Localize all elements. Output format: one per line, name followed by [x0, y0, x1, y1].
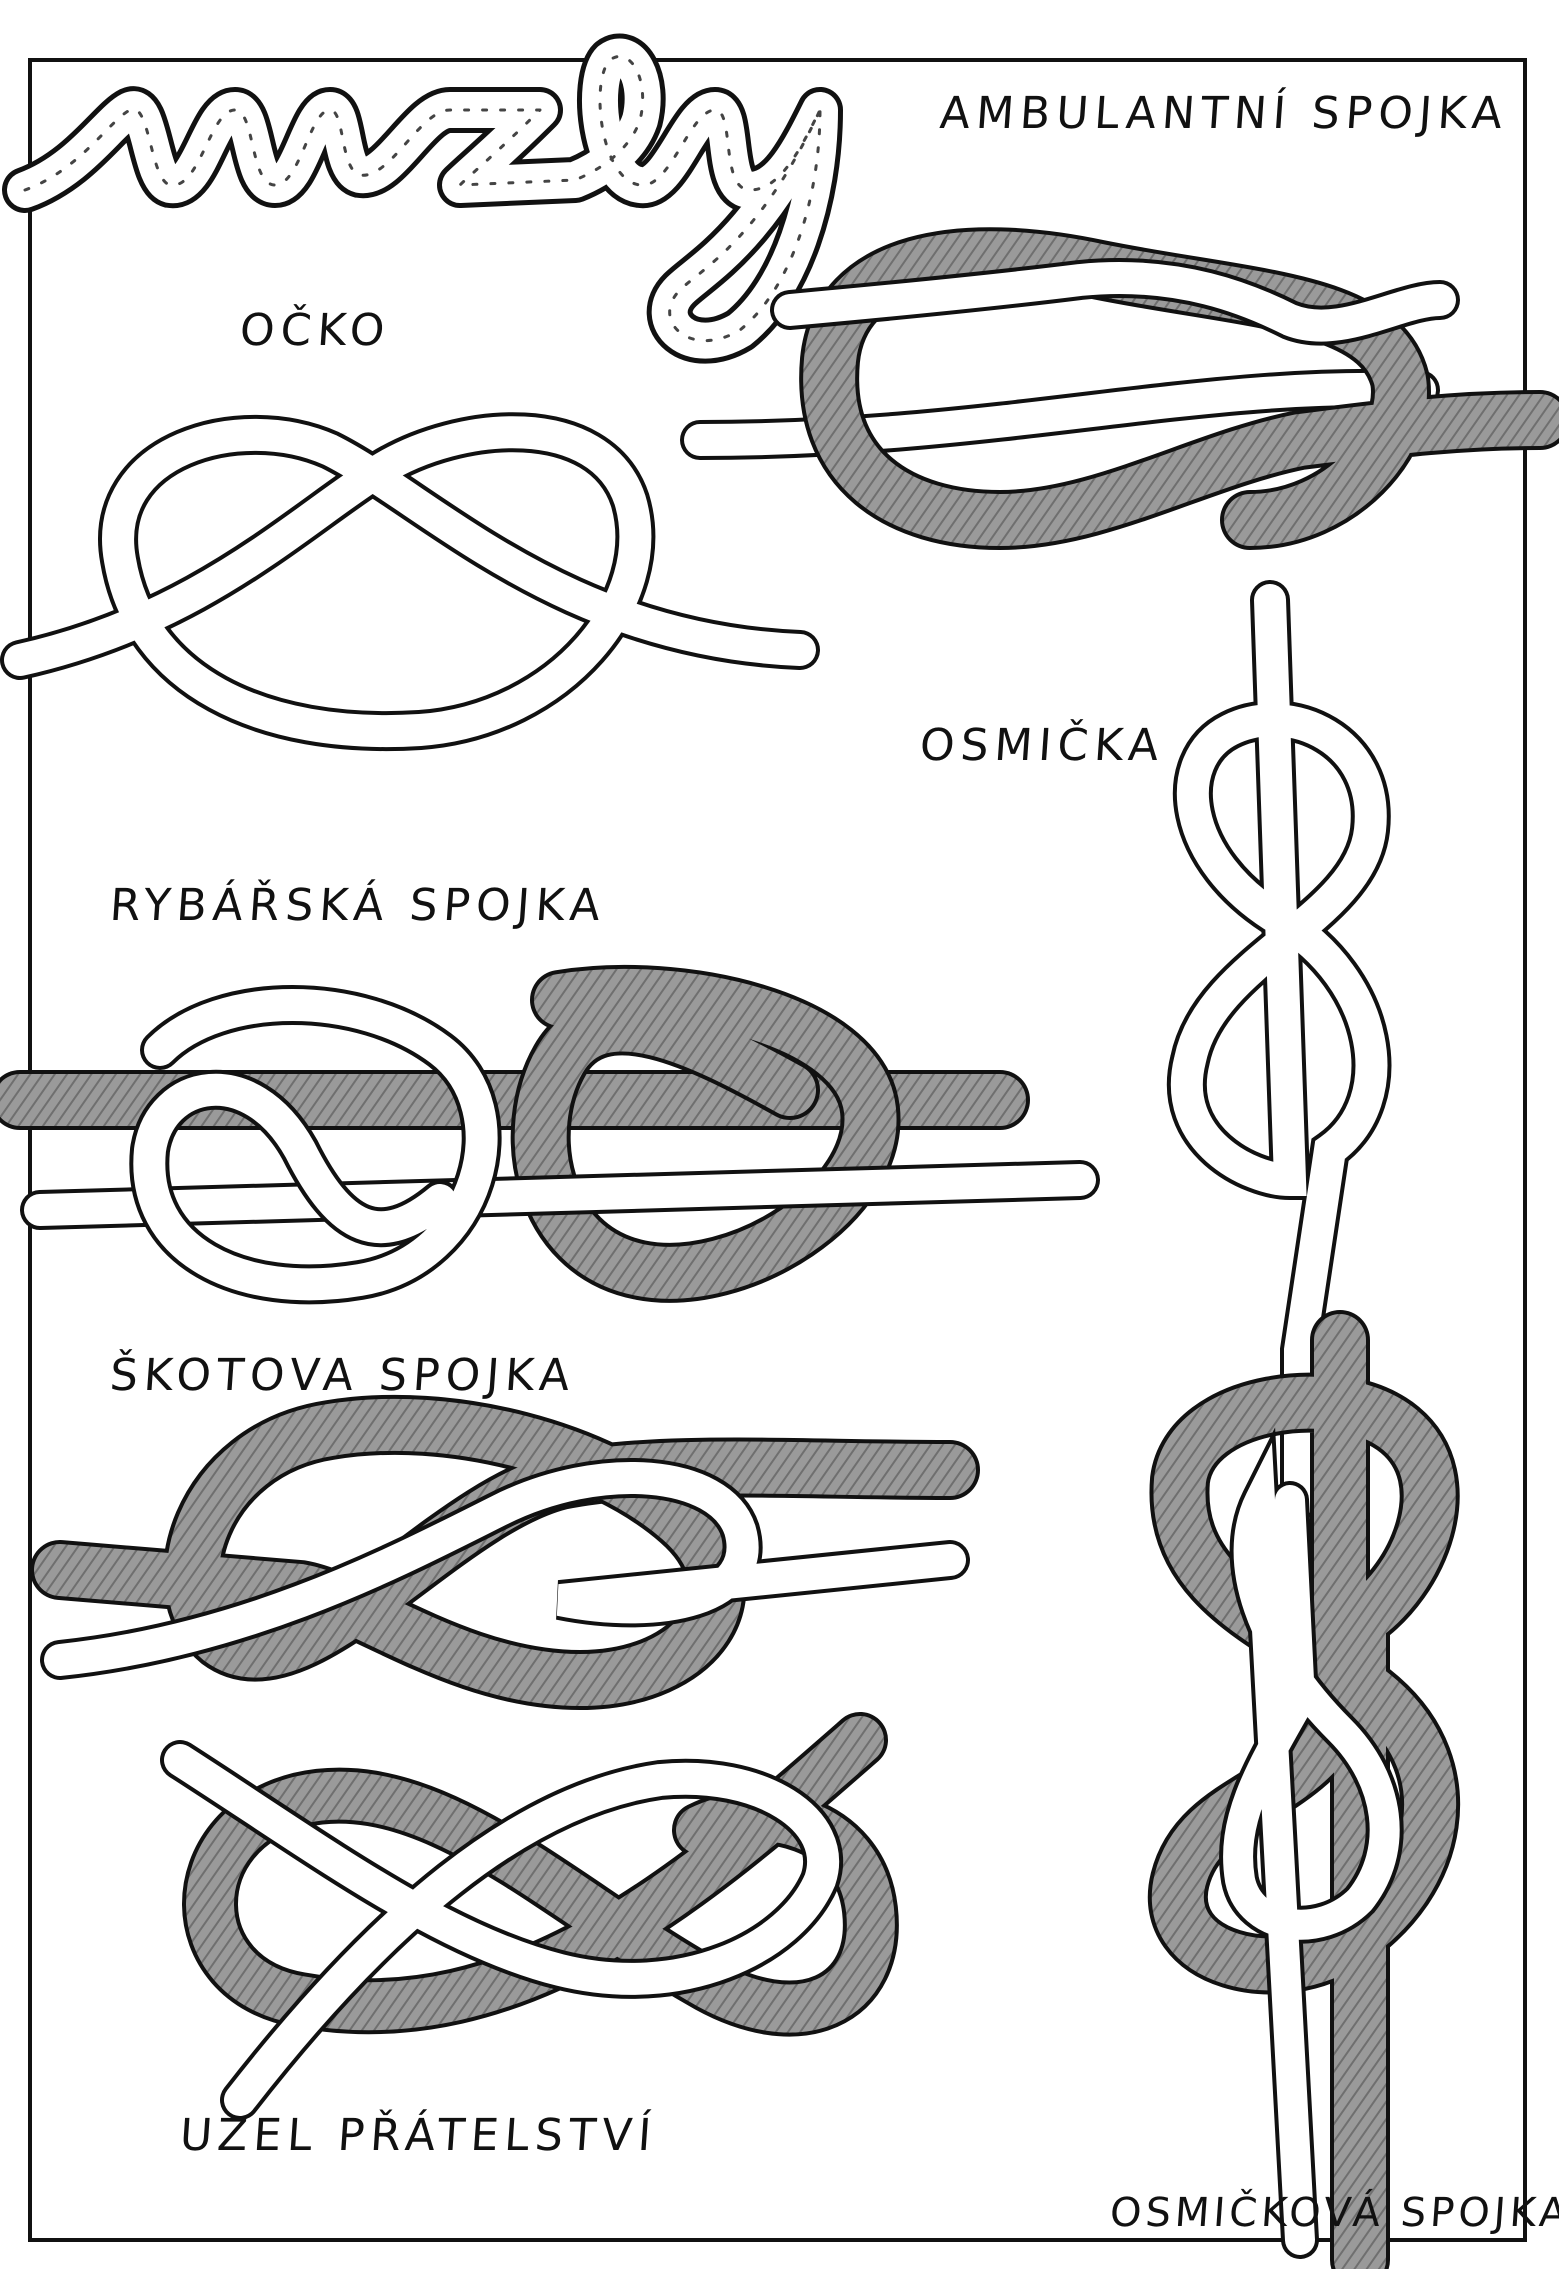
page-frame — [28, 58, 1527, 2242]
pratelstvi-knot — [160, 1712, 899, 2120]
ocko-knot — [0, 412, 820, 751]
osmickova-knot — [1147, 1310, 1461, 2269]
label-osmicka: OSMIČKA — [918, 720, 1167, 771]
label-osmickova-spojka: OSMIČKOVÁ SPOJKA — [1108, 2190, 1559, 2236]
ambulantni-knot — [680, 227, 1559, 551]
label-skotova-spojka: ŠKOTOVA SPOJKA — [108, 1350, 578, 1401]
skotova-knot — [30, 1394, 980, 1711]
title-rope-lettering — [2, 33, 843, 364]
label-ocko: OČKO — [238, 305, 393, 356]
label-rybarska-spojka: RYBÁŘSKÁ SPOJKA — [108, 880, 608, 931]
osmicka-knot — [1167, 580, 1392, 1520]
rybarska-knot — [0, 965, 1100, 1305]
label-uzel-pratelstvi: UZEL PŘÁTELSTVÍ — [178, 2110, 659, 2161]
label-ambulantni-spojka: AMBULANTNÍ SPOJKA — [938, 88, 1510, 139]
